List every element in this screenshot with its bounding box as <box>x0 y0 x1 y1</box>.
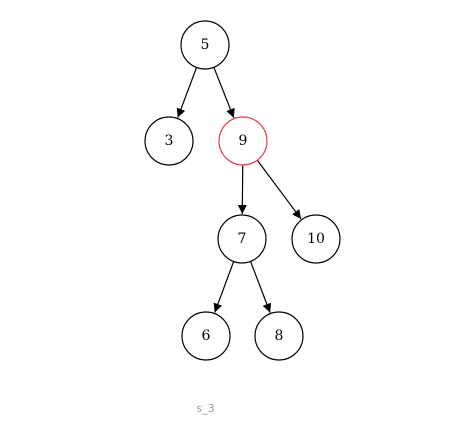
node-8-circle <box>254 311 304 361</box>
edge-7-6 <box>213 261 235 313</box>
edge-5-3 <box>176 67 198 118</box>
node-6-label: 6 <box>202 328 211 344</box>
edge-5-9 <box>213 67 235 118</box>
node-3-label: 3 <box>165 133 174 149</box>
edge-7-8 <box>249 261 272 313</box>
node-8: 8 <box>254 311 304 361</box>
diagram-caption: s_3 <box>196 402 215 415</box>
node-9: 9 <box>218 116 268 166</box>
node-6: 6 <box>181 311 231 361</box>
node-10: 10 <box>291 214 341 264</box>
node-5-label: 5 <box>201 37 210 53</box>
node-3-circle <box>144 116 194 166</box>
node-7: 7 <box>217 214 267 264</box>
node-7-label: 7 <box>238 231 247 247</box>
edge-group <box>176 67 302 313</box>
node-8-label: 8 <box>275 328 284 344</box>
node-3: 3 <box>144 116 194 166</box>
node-6-circle <box>181 311 231 361</box>
node-10-circle <box>291 214 341 264</box>
node-9-circle <box>218 116 268 166</box>
node-10-label: 10 <box>307 231 325 247</box>
edge-9-10 <box>256 159 302 220</box>
node-9-label: 9 <box>239 133 248 149</box>
node-5-circle <box>180 20 230 70</box>
node-5: 5 <box>180 20 230 70</box>
node-7-circle <box>217 214 267 264</box>
node-group: 5 3 9 7 10 6 8 <box>144 20 341 361</box>
edge-9-7 <box>237 164 247 215</box>
